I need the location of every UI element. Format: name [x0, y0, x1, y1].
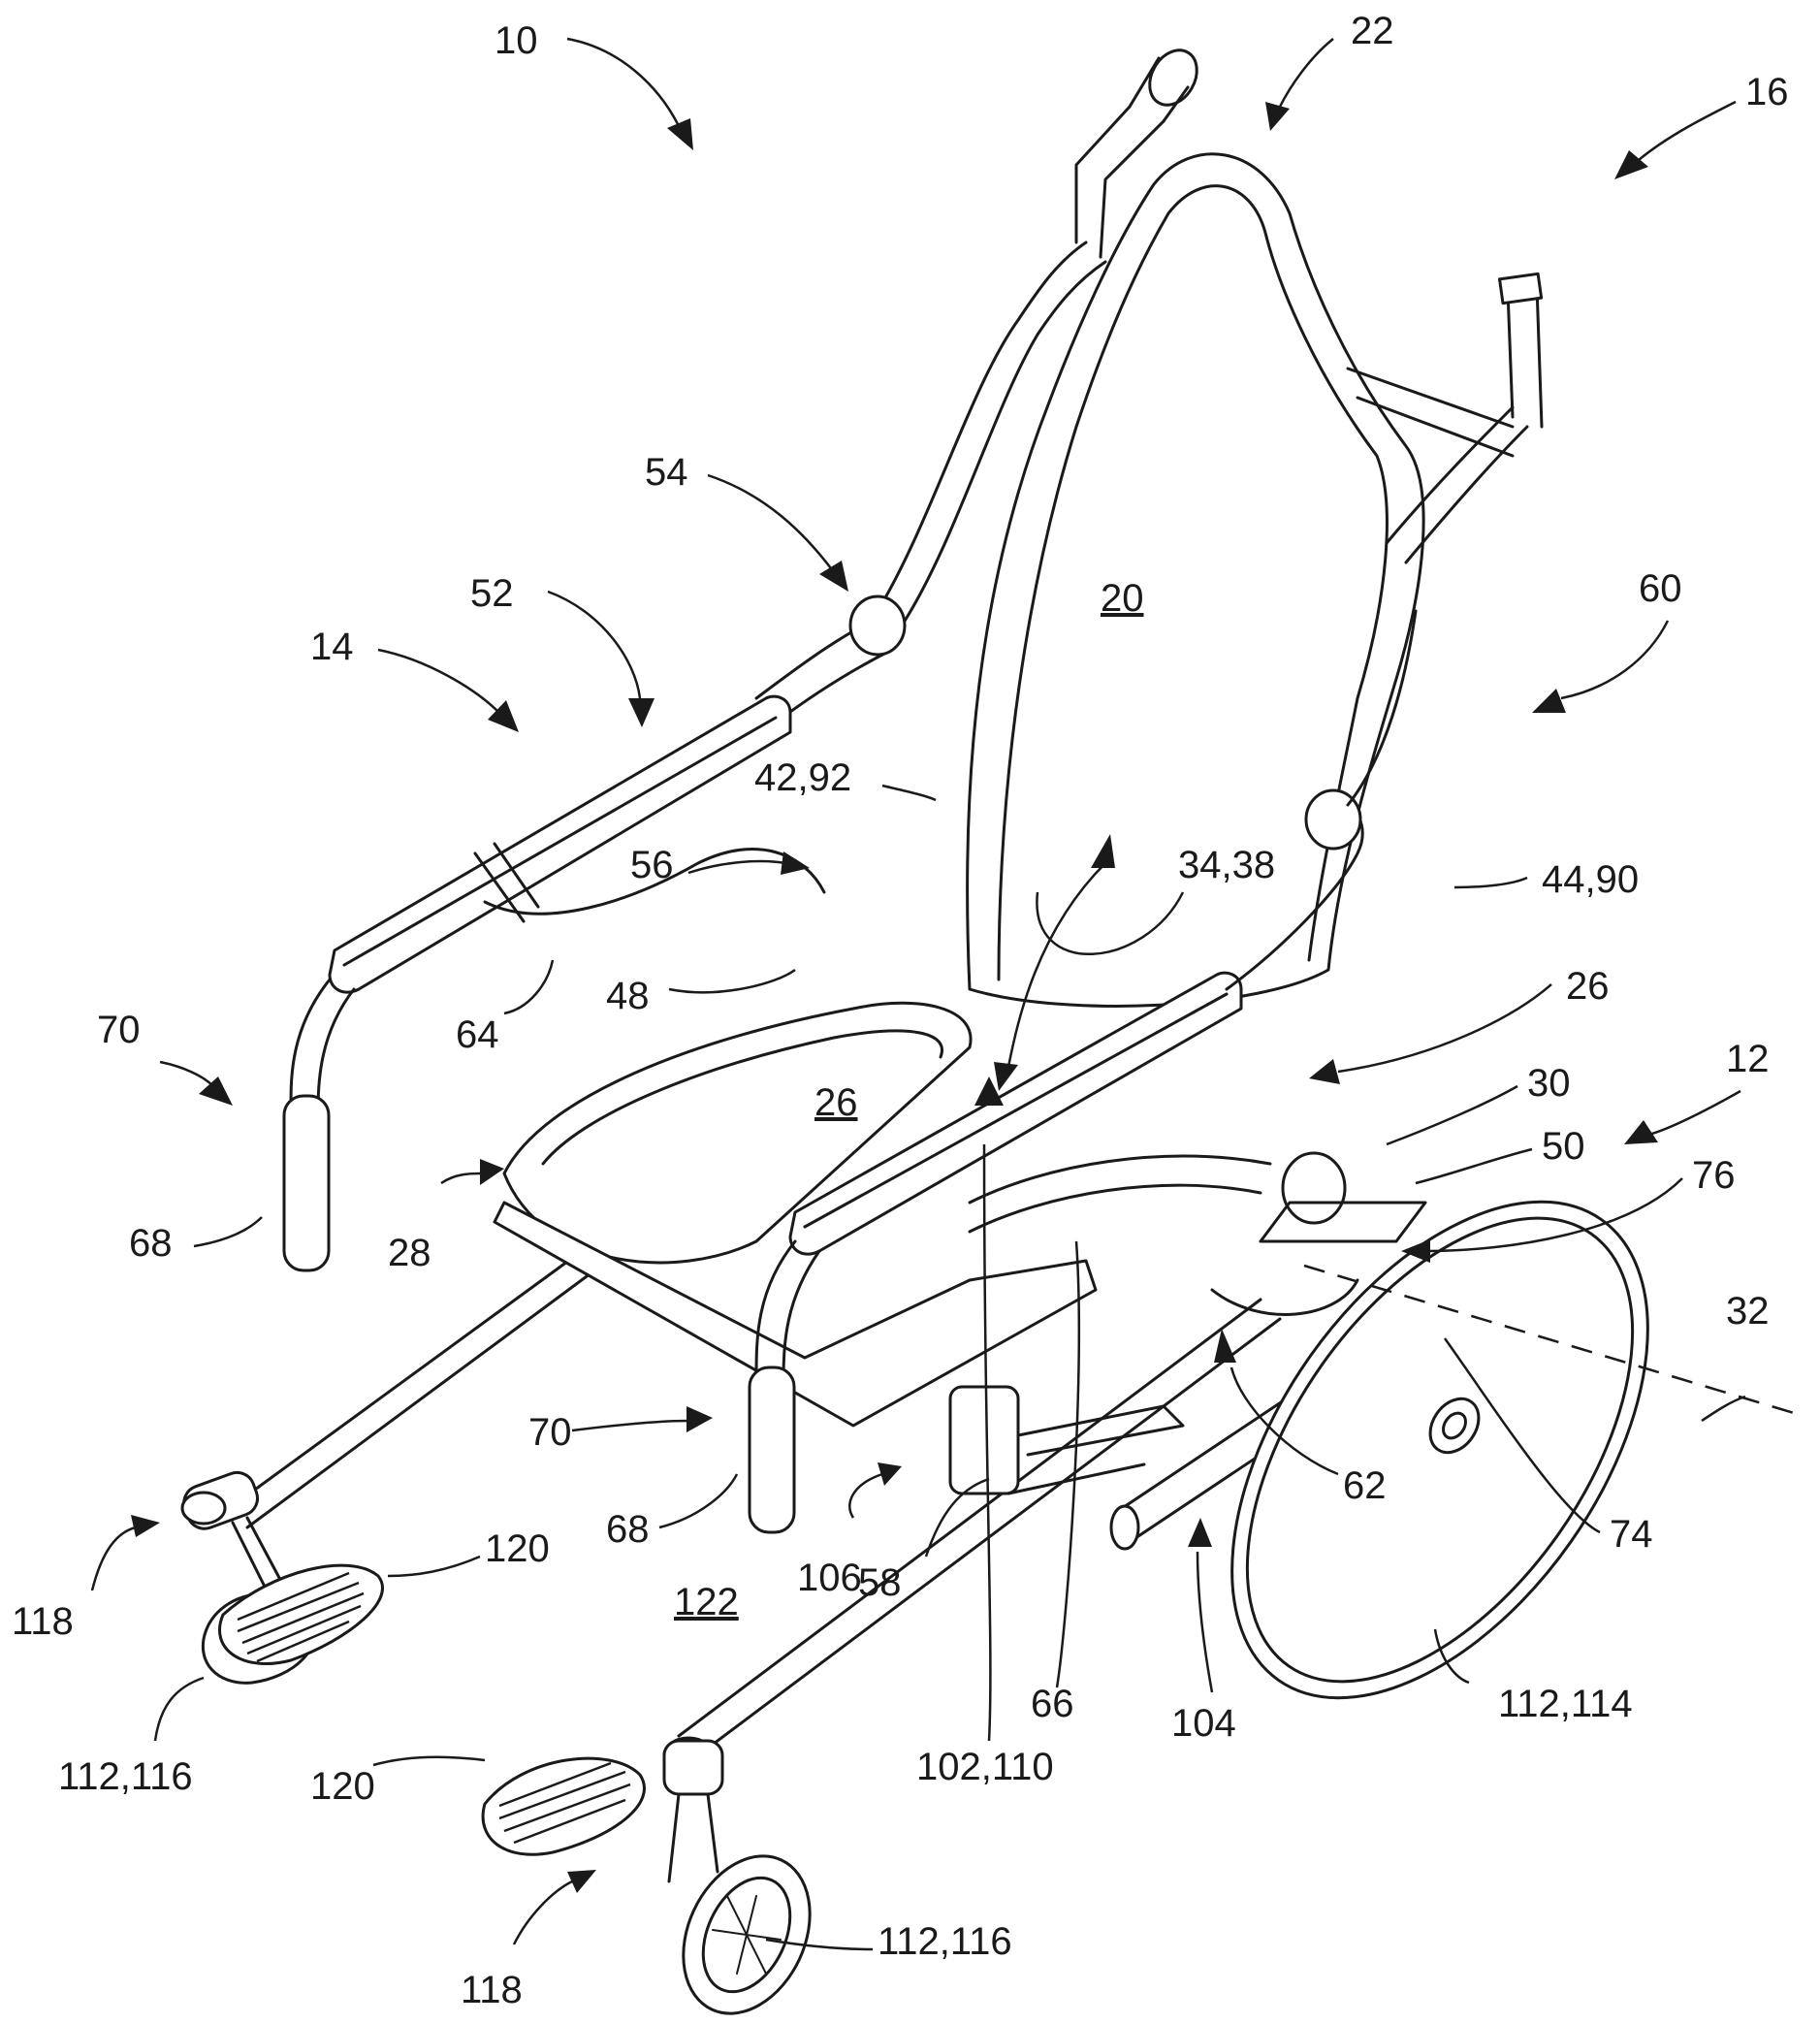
- label-52: 52: [470, 572, 514, 615]
- left-footrest: [218, 1563, 384, 1665]
- label-42-92: 42,92: [754, 756, 851, 799]
- label-68-left: 68: [129, 1222, 173, 1265]
- label-102-110: 102,110: [916, 1746, 1054, 1788]
- label-122: 122: [674, 1581, 739, 1623]
- label-76: 76: [1692, 1154, 1736, 1197]
- label-16: 16: [1745, 71, 1789, 113]
- label-66: 66: [1031, 1683, 1074, 1725]
- right-back-frame: [1346, 272, 1544, 564]
- right-armrest: [748, 609, 1418, 1534]
- label-28: 28: [388, 1232, 431, 1274]
- seat-back: [966, 152, 1425, 1008]
- rear-wheel: [1230, 1200, 1649, 1700]
- label-10: 10: [495, 19, 538, 62]
- label-32: 32: [1726, 1290, 1770, 1333]
- label-50: 50: [1542, 1125, 1585, 1168]
- label-14: 14: [310, 626, 354, 668]
- label-112-116-bottom: 112,116: [878, 1920, 1012, 1963]
- label-54: 54: [645, 451, 688, 494]
- label-26-seat: 26: [814, 1081, 858, 1124]
- label-118-left: 118: [12, 1600, 74, 1643]
- left-armrest: [282, 594, 907, 1272]
- label-26-right: 26: [1566, 965, 1610, 1008]
- label-56: 56: [630, 844, 674, 886]
- base-frame: [221, 1249, 1306, 1757]
- side-frame: [948, 1151, 1427, 1495]
- label-70-left: 70: [97, 1009, 141, 1051]
- seat-cushion: [493, 1001, 1098, 1428]
- label-106: 106: [797, 1557, 862, 1599]
- label-74: 74: [1610, 1513, 1653, 1556]
- left-back-frame: [876, 48, 1198, 627]
- wheelchair-illustration: [180, 48, 1804, 2015]
- label-70-mid: 70: [528, 1411, 572, 1454]
- label-22: 22: [1351, 10, 1394, 52]
- label-48: 48: [606, 975, 650, 1017]
- label-44-90: 44,90: [1542, 858, 1639, 901]
- reference-labels: 10 22 16 54 20 52 14 60 42,92 56 34,38 4…: [12, 10, 1789, 2011]
- label-120-bottom: 120: [310, 1765, 375, 1808]
- label-58: 58: [858, 1561, 902, 1604]
- axis-line: [1303, 1264, 1804, 1418]
- label-34-38: 34,38: [1178, 844, 1275, 886]
- label-20: 20: [1101, 577, 1144, 620]
- label-60: 60: [1639, 567, 1682, 610]
- label-62: 62: [1343, 1464, 1387, 1507]
- label-112-116-left: 112,116: [58, 1755, 193, 1798]
- label-68-mid: 68: [606, 1508, 650, 1551]
- label-30: 30: [1527, 1062, 1571, 1105]
- label-64: 64: [456, 1013, 499, 1056]
- label-118-bottom: 118: [461, 1969, 523, 2011]
- label-104: 104: [1171, 1702, 1236, 1745]
- leader-lines: [90, 37, 1746, 1951]
- label-12: 12: [1726, 1038, 1770, 1080]
- label-120-left: 120: [485, 1527, 550, 1570]
- front-caster-assembly: [662, 1736, 812, 2015]
- front-footrest: [481, 1756, 646, 1856]
- label-112-114: 112,114: [1498, 1683, 1633, 1725]
